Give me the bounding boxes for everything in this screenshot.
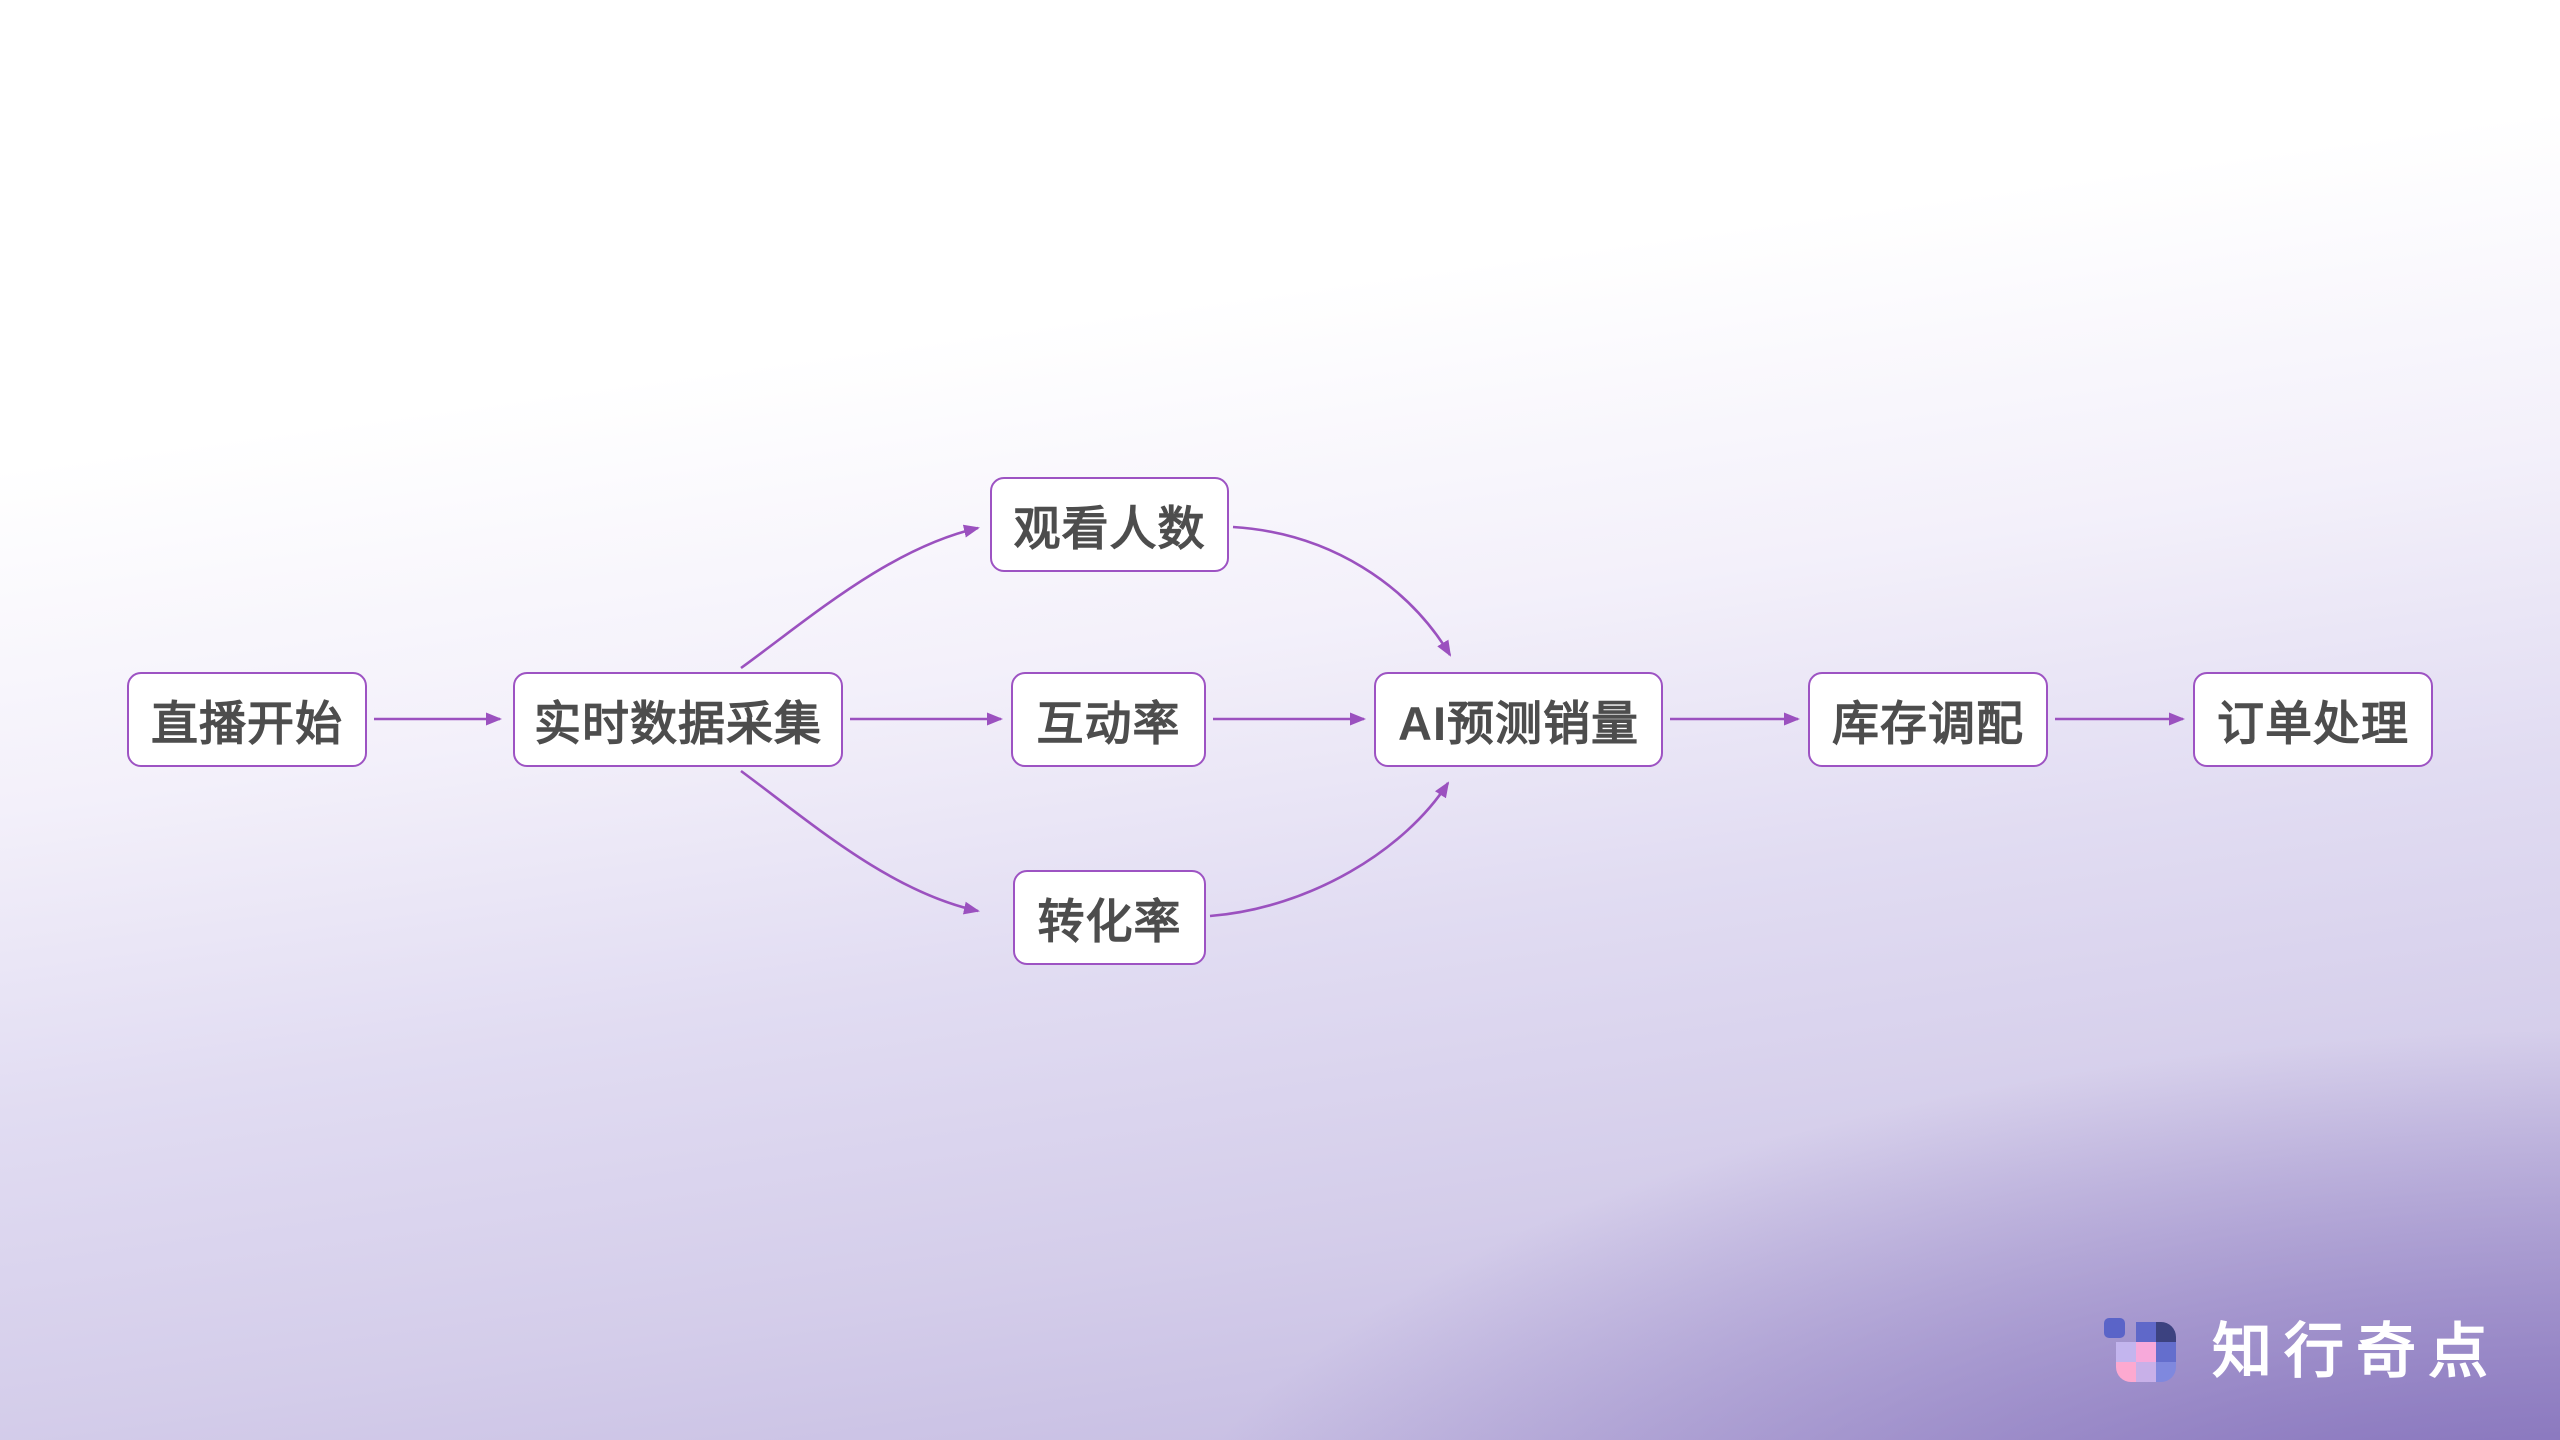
brand-logo-text: 知行奇点 <box>2212 1318 2500 1385</box>
flow-node-conversion: 转化率 <box>1013 870 1206 965</box>
flow-edge-collect-viewers <box>740 524 980 670</box>
logo-tile <box>2136 1362 2156 1382</box>
logo-tile-small <box>2104 1318 2125 1338</box>
logo-tile <box>2156 1322 2176 1342</box>
logo-tile <box>2136 1342 2156 1362</box>
flow-edge-viewers-ai <box>1232 525 1452 657</box>
brand-logo-icon <box>2104 1318 2176 1382</box>
logo-tile <box>2156 1342 2176 1362</box>
flow-node-start: 直播开始 <box>127 672 367 767</box>
flow-node-inventory: 库存调配 <box>1808 672 2048 767</box>
flow-edge-conversion-ai <box>1209 781 1450 918</box>
flow-node-collect: 实时数据采集 <box>513 672 843 767</box>
brand-logo: 知行奇点 <box>2104 1318 2500 1386</box>
flow-node-viewers: 观看人数 <box>990 477 1229 572</box>
logo-tile <box>2116 1362 2136 1382</box>
logo-tile <box>2136 1322 2156 1342</box>
flow-edge-collect-conversion <box>740 769 980 915</box>
logo-tile <box>2156 1362 2176 1382</box>
logo-tile-grid <box>2116 1322 2176 1382</box>
flow-node-interaction: 互动率 <box>1011 672 1206 767</box>
flow-node-order: 订单处理 <box>2193 672 2433 767</box>
flow-node-ai: AI预测销量 <box>1374 672 1663 767</box>
logo-tile <box>2116 1342 2136 1362</box>
